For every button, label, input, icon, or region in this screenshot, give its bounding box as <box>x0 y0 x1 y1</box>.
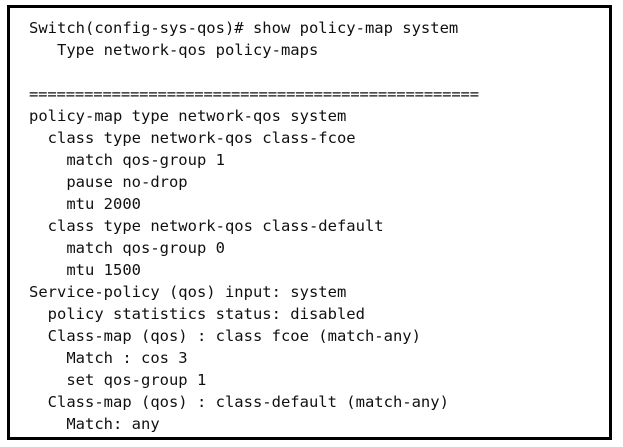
terminal-line-separator-rule: ========================================… <box>29 85 479 103</box>
terminal-line-class-default: class type network-qos class-default <box>29 217 384 235</box>
terminal-line-match-cos-3: Match : cos 3 <box>29 349 188 367</box>
terminal-line-set-qos-group-0: set qos-group 0 <box>29 435 609 437</box>
terminal-line-blank <box>29 61 609 83</box>
terminal-line-prompt-command: Switch(config-sys-qos)# show policy-map … <box>29 19 459 37</box>
terminal-line-class-map-default: Class-map (qos) : class-default (match-a… <box>29 393 449 411</box>
terminal-line-match-qos-group-0: match qos-group 0 <box>29 239 225 257</box>
terminal-line-service-policy-input: Service-policy (qos) input: system <box>29 283 347 301</box>
terminal-line-policy-map-system: policy-map type network-qos system <box>29 107 347 125</box>
terminal-line-match-any: Match: any <box>29 415 160 433</box>
terminal-line-set-qos-group-1: set qos-group 1 <box>29 371 207 389</box>
terminal-window-frame: Switch(config-sys-qos)# show policy-map … <box>7 5 612 440</box>
terminal-line-class-map-fcoe: Class-map (qos) : class fcoe (match-any) <box>29 327 421 345</box>
terminal-line-match-qos-group-1: match qos-group 1 <box>29 151 225 169</box>
terminal-line-mtu-2000: mtu 2000 <box>29 195 141 213</box>
terminal-line-type-header: Type network-qos policy-maps <box>29 41 319 59</box>
terminal-output-area[interactable]: Switch(config-sys-qos)# show policy-map … <box>10 8 609 437</box>
terminal-line-policy-statistics-status: policy statistics status: disabled <box>29 305 365 323</box>
terminal-line-class-fcoe: class type network-qos class-fcoe <box>29 129 356 147</box>
terminal-line-pause-no-drop: pause no-drop <box>29 173 188 191</box>
terminal-line-mtu-1500: mtu 1500 <box>29 261 141 279</box>
